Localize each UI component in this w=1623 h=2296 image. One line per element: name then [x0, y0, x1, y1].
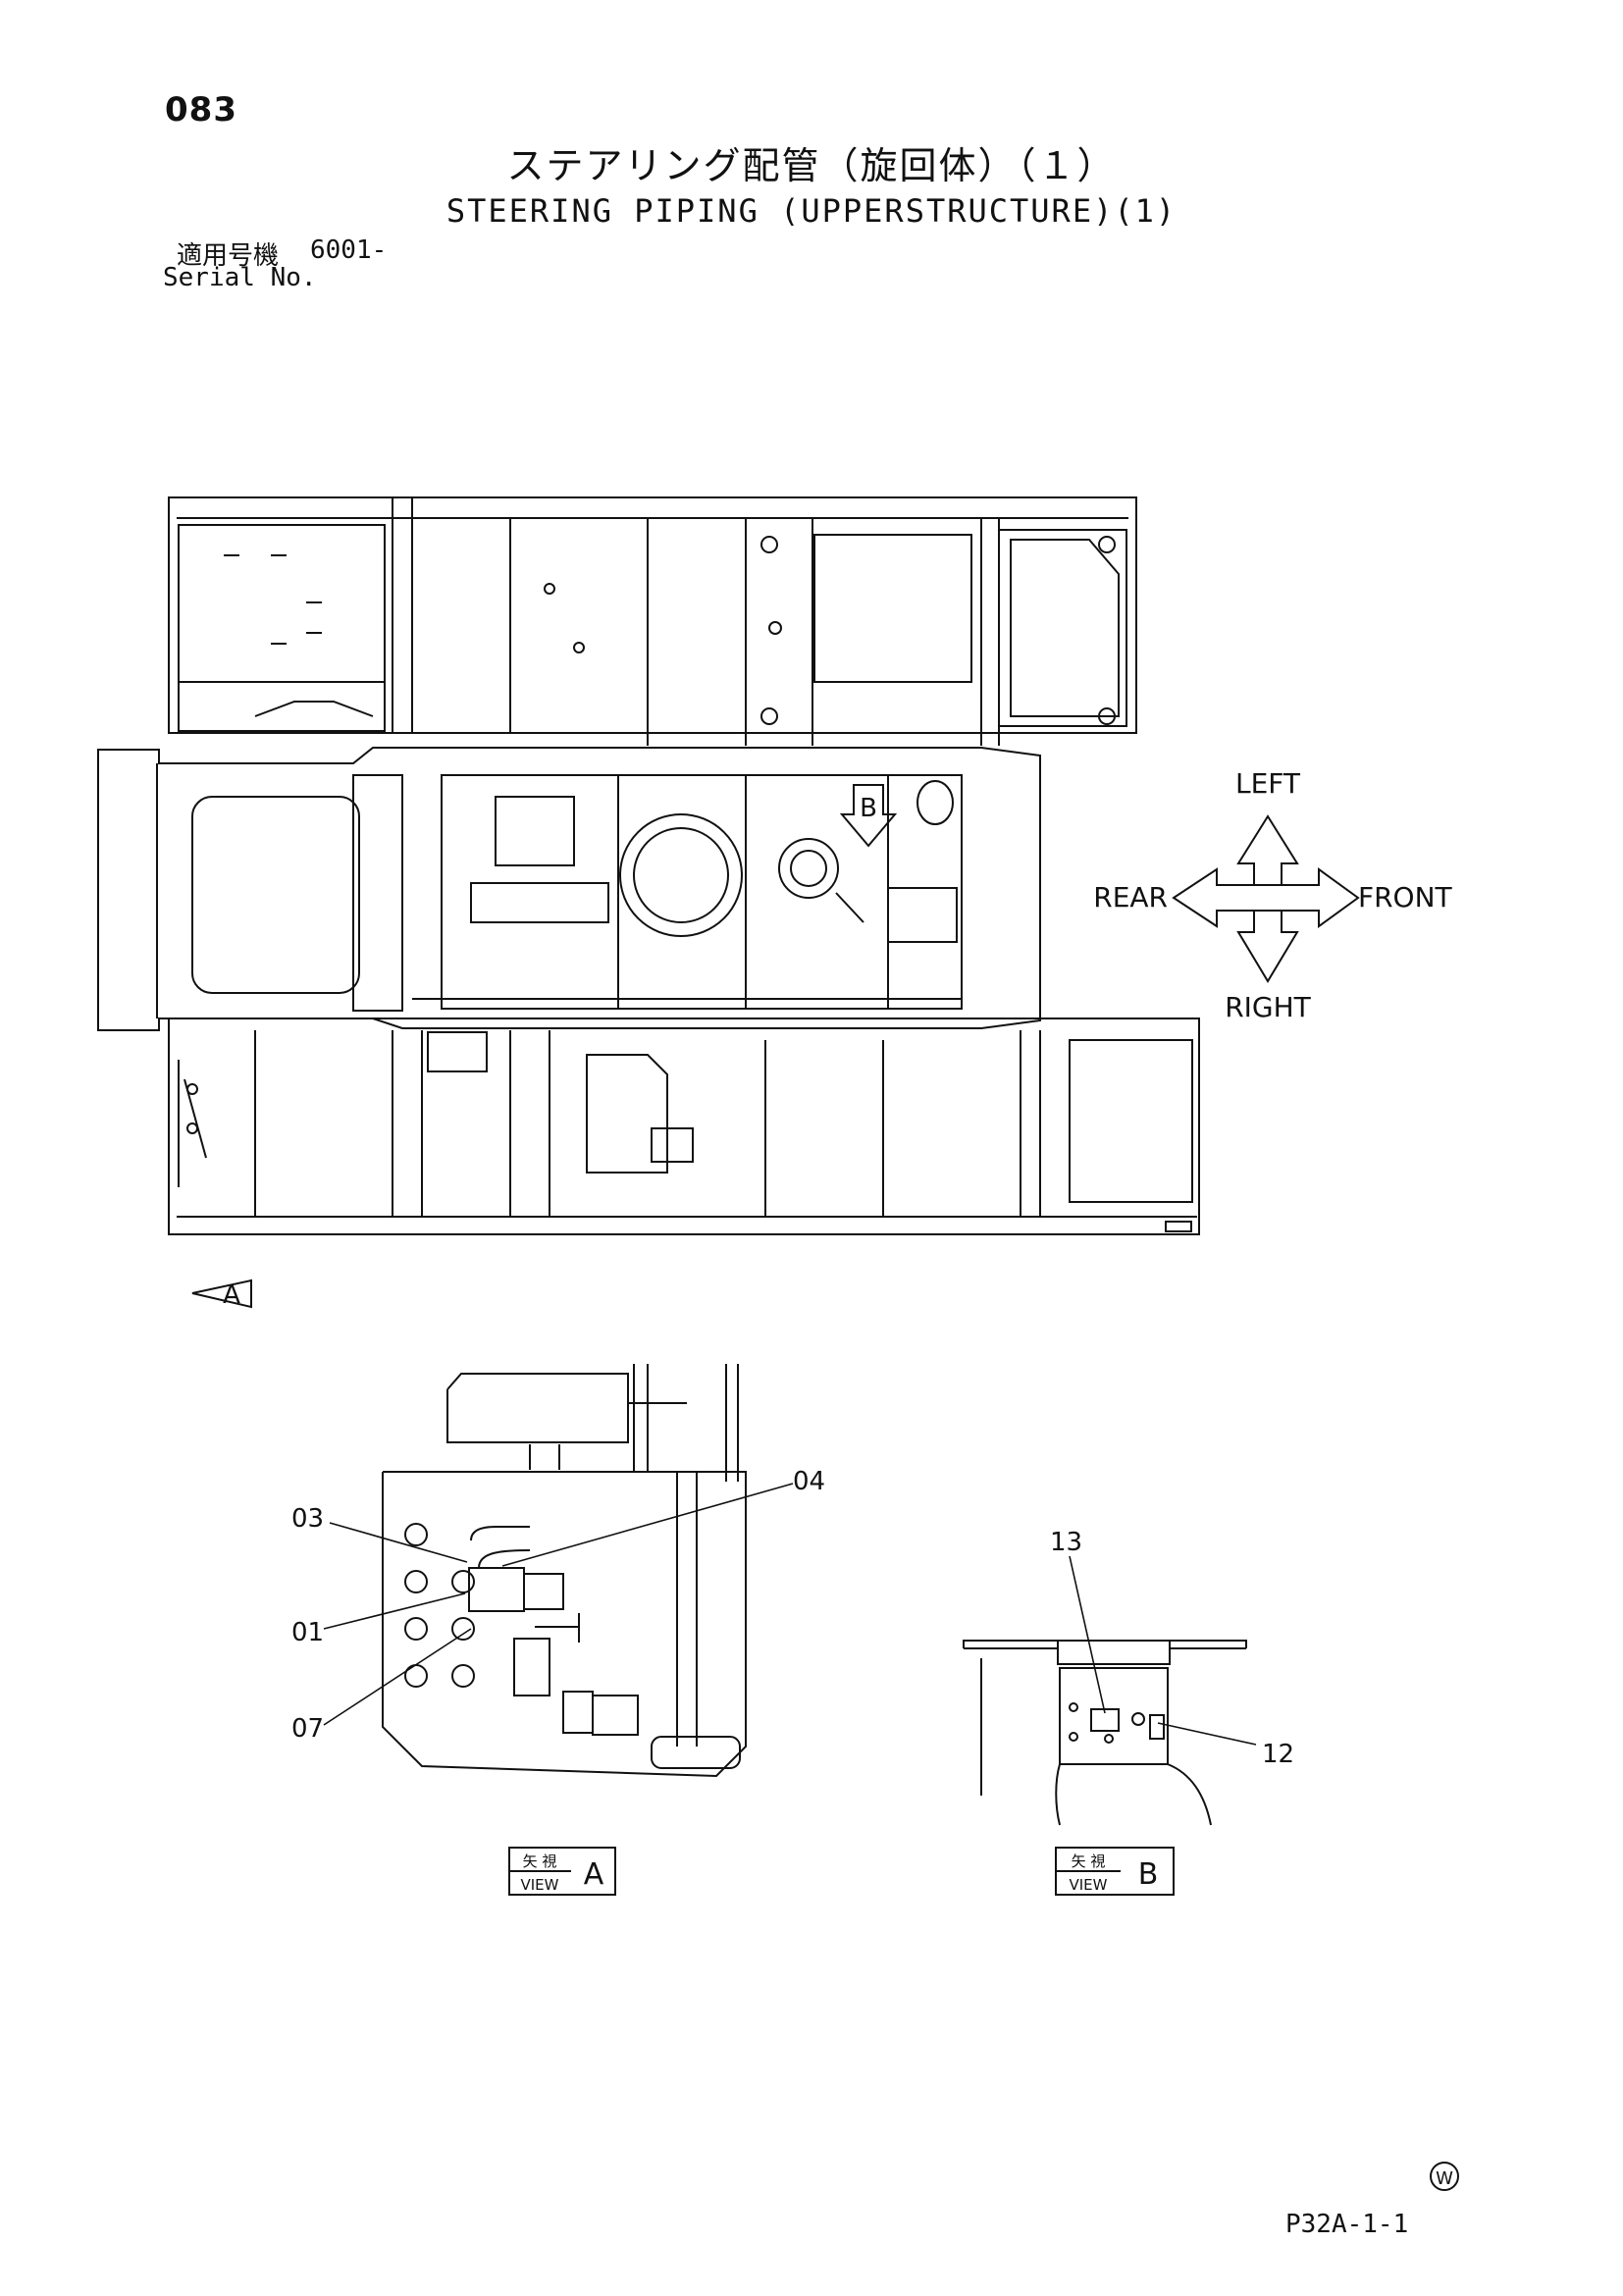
view-a-caption-en: VIEW	[521, 1876, 559, 1894]
view-b-caption-letter: B	[1138, 1857, 1159, 1892]
view-b-marker	[839, 784, 898, 848]
view-a-caption-letter: A	[584, 1857, 604, 1892]
serial-label-japanese: 適用号機	[177, 241, 280, 271]
view-b-caption-jp: 矢 視	[1072, 1852, 1106, 1870]
view-a-marker	[191, 1278, 252, 1309]
view-a-marker-letter: A	[223, 1280, 240, 1310]
part-label-13: 13	[1050, 1528, 1082, 1557]
view-b-detail	[963, 1640, 1247, 1826]
direction-front-label: FRONT	[1358, 881, 1453, 913]
view-a-caption	[508, 1847, 616, 1896]
w-logo-letter: W	[1436, 2168, 1453, 2189]
part-label-01: 01	[291, 1618, 324, 1647]
view-b-leaders	[1069, 1555, 1257, 1746]
serial-value: 6001-	[310, 235, 388, 265]
upperstructure-frame	[97, 496, 1200, 1235]
document-code: P32A-1-1	[1285, 2210, 1409, 2239]
direction-indicator	[1172, 814, 1360, 983]
view-a-leaders	[323, 1483, 794, 1726]
serial-label-english: Serial No.	[163, 263, 317, 292]
title-english: STEERING PIPING (UPPERSTRUCTURE)(1)	[445, 192, 1178, 230]
part-label-04: 04	[793, 1467, 825, 1496]
title-japanese: ステアリング配管（旋回体）（１）	[506, 144, 1117, 187]
view-b-caption	[1055, 1847, 1175, 1896]
view-a-caption-jp: 矢 視	[523, 1852, 557, 1870]
view-b-marker-letter: B	[860, 794, 877, 823]
w-logo-icon	[1430, 2162, 1459, 2191]
page-number: 083	[165, 90, 237, 130]
part-label-03: 03	[291, 1504, 324, 1534]
view-b-caption-en: VIEW	[1070, 1876, 1108, 1894]
direction-rear-label: REAR	[1093, 881, 1168, 913]
part-label-12: 12	[1262, 1740, 1294, 1769]
direction-left-label: LEFT	[1235, 767, 1301, 800]
view-a-detail	[382, 1364, 747, 1778]
part-label-07: 07	[291, 1714, 324, 1744]
direction-right-label: RIGHT	[1225, 991, 1311, 1023]
